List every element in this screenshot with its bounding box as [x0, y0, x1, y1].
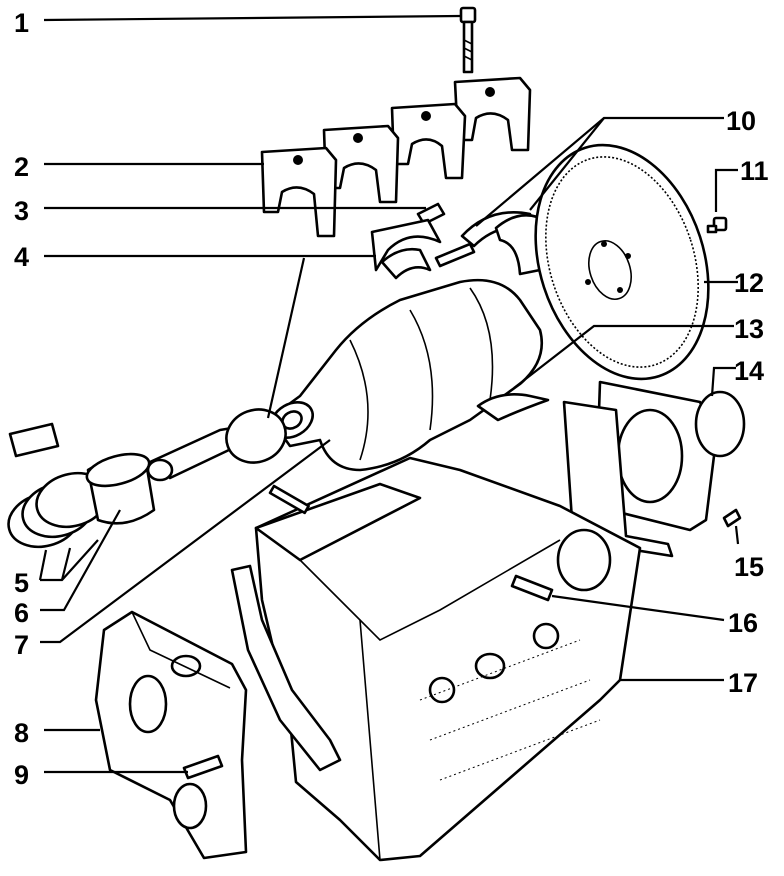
callout-16: 16 — [728, 608, 758, 638]
callout-4: 4 — [14, 242, 29, 272]
flywheel — [534, 143, 710, 381]
callout-2: 2 — [14, 152, 29, 182]
piston-assembly — [7, 422, 156, 549]
engine-block — [254, 456, 642, 862]
main-bearing-caps — [260, 76, 532, 238]
callout-10: 10 — [726, 106, 756, 136]
leader-lines — [38, 14, 740, 774]
main-bearing-cap-bolt — [459, 6, 477, 74]
flywheel-bolt — [706, 216, 728, 234]
callout-labels: 1 2 3 4 5 6 7 8 9 10 11 12 13 14 15 16 1… — [14, 8, 769, 790]
callout-9: 9 — [14, 760, 29, 790]
front-gasket — [230, 564, 342, 772]
callout-12: 12 — [734, 268, 764, 298]
callout-11: 11 — [740, 156, 769, 186]
callout-7: 7 — [14, 630, 29, 660]
front-cover-oil-pump — [94, 610, 248, 860]
flange-bolt — [722, 508, 742, 528]
callout-1: 1 — [14, 8, 29, 38]
callout-13: 13 — [734, 314, 764, 344]
callout-8: 8 — [14, 718, 29, 748]
connecting-rod — [146, 408, 287, 482]
callout-3: 3 — [14, 196, 29, 226]
front-cover-bolt — [182, 754, 224, 780]
connecting-rod-bearing-shells — [370, 218, 442, 280]
callout-5: 5 — [14, 568, 29, 598]
crankshaft — [268, 278, 550, 472]
callout-14: 14 — [734, 356, 764, 386]
callout-17: 17 — [728, 668, 758, 698]
block-bolt — [268, 484, 554, 602]
callout-6: 6 — [14, 598, 29, 628]
callout-15: 15 — [734, 552, 764, 582]
